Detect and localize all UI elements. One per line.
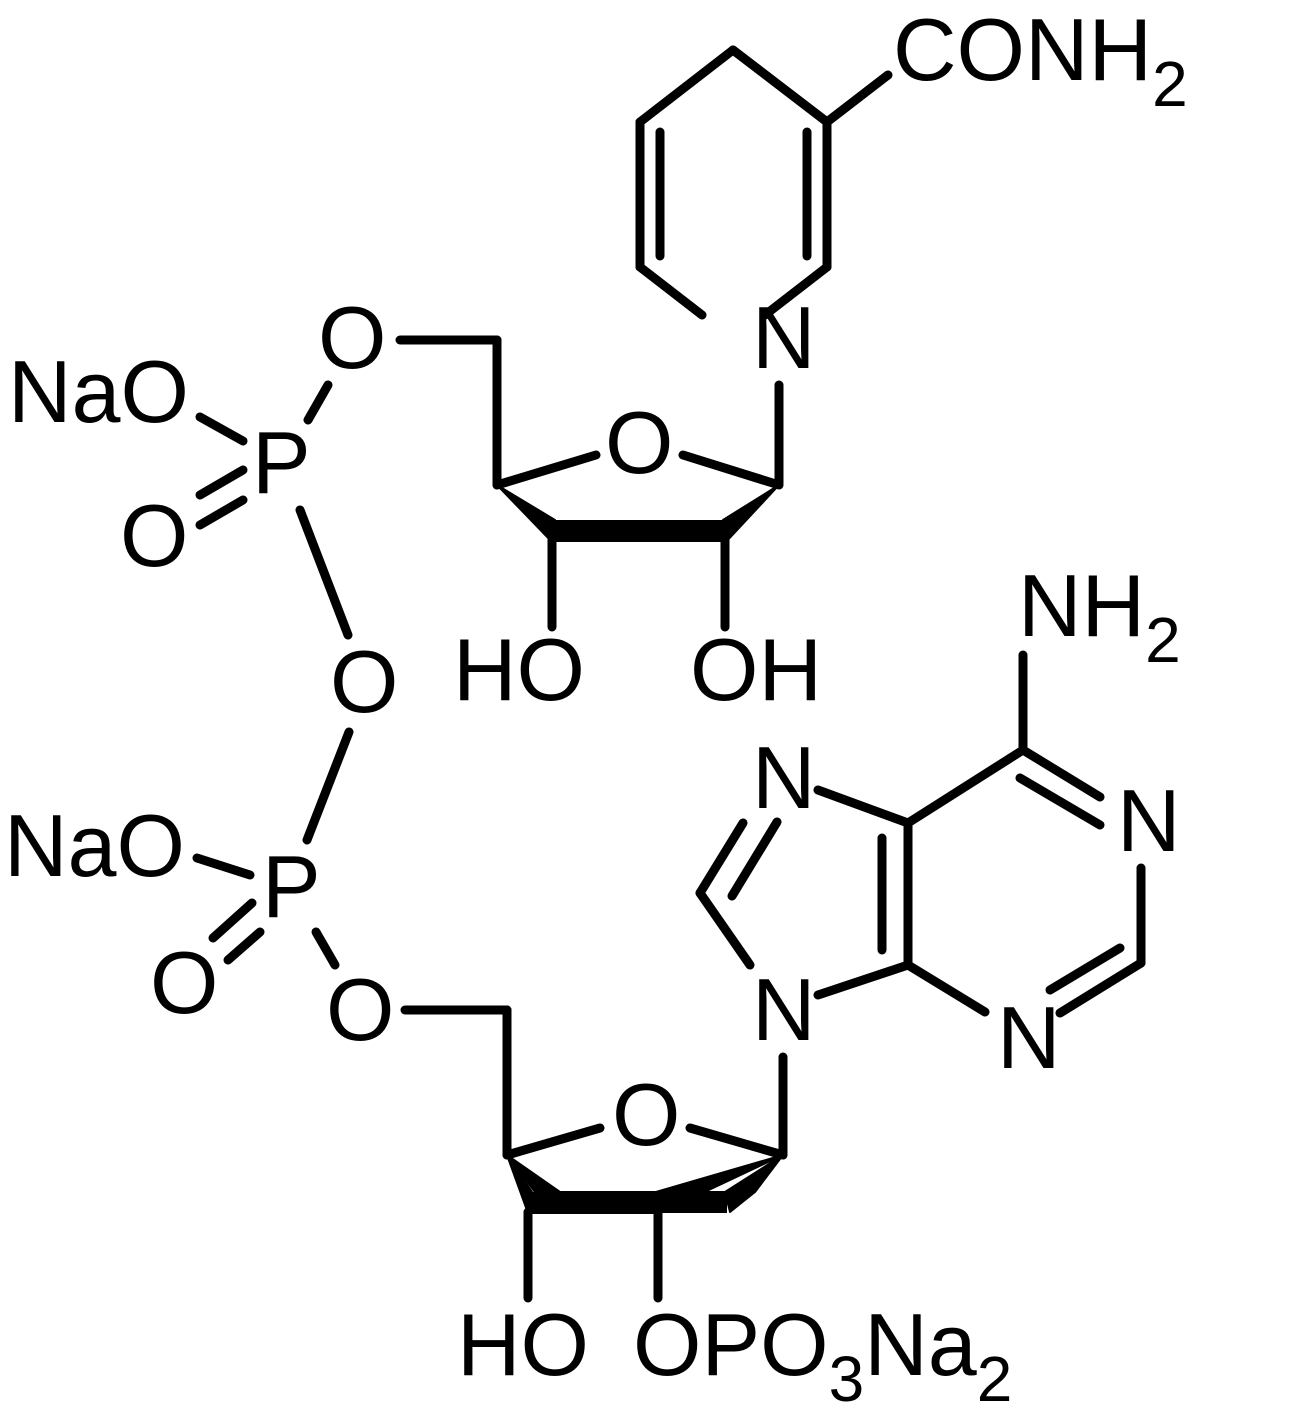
nicotinamide-n-label: N: [752, 288, 816, 387]
phosphate2-p-label: P: [262, 837, 321, 936]
ribose2-phosphate-label: OPO3Na2: [633, 1295, 1012, 1415]
phosphate2-nao-label: NaO: [4, 796, 185, 895]
phosphate1-nao-label: NaO: [8, 342, 189, 441]
ribose1-ho-label: HO: [453, 620, 585, 719]
nicotinamide-ring: [635, 45, 893, 488]
ribose-1: [395, 335, 784, 632]
ribose-2: [502, 1123, 788, 1303]
adenine-n7-label: N: [752, 728, 816, 827]
adenine-n3-label: N: [997, 988, 1061, 1087]
phosphate1-p-label: P: [252, 413, 311, 512]
ribose2-ring-o-label: O: [612, 1065, 680, 1164]
adenine-nh2-label: NH2: [1018, 556, 1181, 676]
adenine-n1-label: N: [1117, 771, 1181, 870]
adenine-ring: [695, 650, 1146, 1160]
adenine-n9-label: N: [752, 960, 816, 1059]
phosphate2-ester-o-label: O: [326, 960, 394, 1059]
bridge-o-label: O: [330, 632, 398, 731]
ribose1-oh-label: OH: [690, 620, 822, 719]
ribose1-ring-o-label: O: [605, 393, 673, 492]
phosphate-2: [192, 727, 512, 1160]
phosphate1-ester-o-label: O: [318, 288, 386, 387]
phosphate2-double-o-label: O: [150, 933, 218, 1032]
phosphate1-double-o-label: O: [120, 486, 188, 585]
ribose2-ho-label: HO: [457, 1295, 589, 1394]
phosphate-1: [195, 380, 353, 640]
carboxamide-label: CONH2: [893, 0, 1188, 120]
